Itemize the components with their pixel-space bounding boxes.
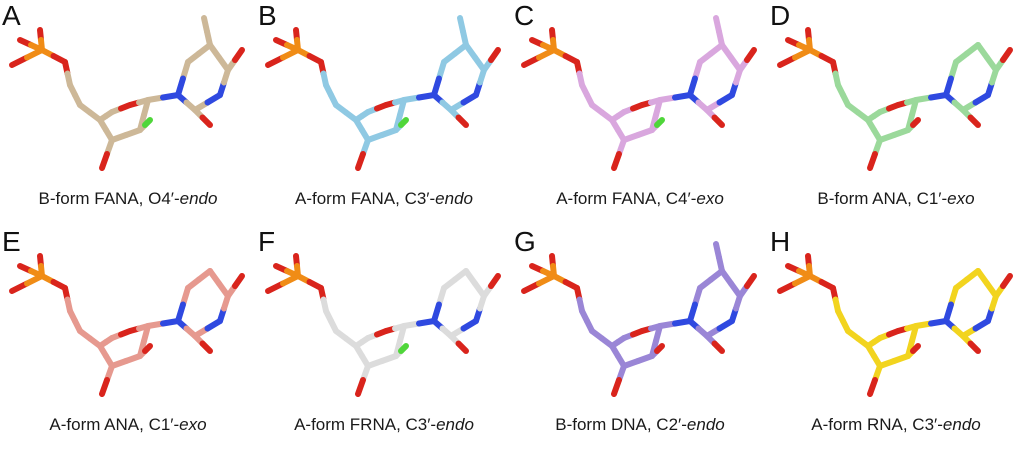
panel-g: G B-form DNA, C2′-endo	[512, 226, 768, 452]
bond	[611, 151, 622, 171]
molecule-structure-h	[777, 253, 1013, 397]
bond	[687, 75, 698, 98]
bond	[97, 343, 109, 359]
panel-letter: F	[258, 226, 276, 257]
molecule-structure-a	[9, 15, 245, 171]
bond	[201, 15, 210, 35]
panel-f: F A-form FRNA, C3′-endo	[256, 226, 512, 452]
molecule-structure-e	[9, 253, 245, 397]
bond	[457, 15, 466, 35]
bond	[199, 114, 213, 128]
bond	[711, 340, 725, 354]
bond	[142, 343, 153, 354]
bond	[910, 117, 921, 128]
bond	[1000, 273, 1013, 289]
panel-letter: A	[2, 0, 21, 31]
panel-c: C A-form FANA, C4′-exo	[512, 0, 768, 226]
panel-caption: A-form RNA, C3′-endo	[811, 415, 981, 434]
bond	[943, 75, 954, 98]
bond	[611, 377, 622, 397]
bond	[398, 343, 409, 354]
panel-d: D B-form ANA, C1′-exo	[768, 0, 1024, 226]
molecule-structure-g	[521, 241, 757, 397]
bond	[431, 75, 442, 98]
molecule-structure-f	[265, 253, 501, 397]
panel-b: B A-form FANA, C3′-endo	[256, 0, 512, 226]
panel-h: H A-form RNA, C3′-endo	[768, 226, 1024, 452]
bond	[967, 114, 981, 128]
molecule-structure-d	[777, 27, 1013, 171]
bond	[97, 117, 109, 133]
panel-letter: C	[514, 0, 535, 31]
bond	[654, 117, 665, 128]
panel-a: A B-form FANA, O4′-endo	[0, 0, 256, 226]
bond	[744, 47, 757, 63]
bond	[99, 377, 110, 397]
bond	[910, 343, 921, 354]
panel-caption: B-form DNA, C2′-endo	[555, 415, 725, 434]
panel-letter: H	[770, 226, 791, 257]
bond	[455, 114, 469, 128]
bond	[1000, 47, 1013, 63]
panel-e: E A-form ANA, C1′-exo	[0, 226, 256, 452]
bond	[687, 301, 698, 324]
panel-letter: B	[258, 0, 277, 31]
panel-caption: A-form FRNA, C3′-endo	[294, 415, 474, 434]
bond	[609, 343, 621, 359]
panel-caption: A-form ANA, C1′-exo	[49, 415, 207, 434]
panel-letter: G	[514, 226, 536, 257]
panel-caption: A-form FANA, C3′-endo	[295, 189, 473, 208]
bond	[488, 273, 501, 289]
bond	[713, 241, 722, 261]
bond	[431, 301, 442, 324]
bond	[867, 377, 878, 397]
bond	[355, 151, 366, 171]
bond	[232, 273, 245, 289]
panel-caption: B-form FANA, O4′-endo	[38, 189, 218, 208]
bond	[609, 117, 621, 133]
bond	[232, 47, 245, 63]
bond	[865, 343, 877, 359]
bond	[353, 343, 365, 359]
bond	[654, 343, 665, 354]
bond	[398, 117, 409, 128]
bond	[711, 114, 725, 128]
molecule-structure-c	[521, 15, 757, 171]
bond	[355, 377, 366, 397]
bond	[142, 117, 153, 128]
bond	[199, 340, 213, 354]
bond	[488, 47, 501, 63]
bond	[744, 273, 757, 289]
panel-caption: A-form FANA, C4′-exo	[556, 189, 724, 208]
bond	[353, 117, 365, 133]
bond	[943, 301, 954, 324]
bond	[865, 117, 877, 133]
bond	[175, 75, 186, 98]
molecule-structure-b	[265, 15, 501, 171]
bond	[867, 151, 878, 171]
bond	[455, 340, 469, 354]
bond	[713, 15, 722, 35]
bond	[99, 151, 110, 171]
bond	[967, 340, 981, 354]
panel-letter: D	[770, 0, 791, 31]
bond	[175, 301, 186, 324]
panel-caption: B-form ANA, C1′-exo	[817, 189, 975, 208]
panel-letter: E	[2, 226, 21, 257]
